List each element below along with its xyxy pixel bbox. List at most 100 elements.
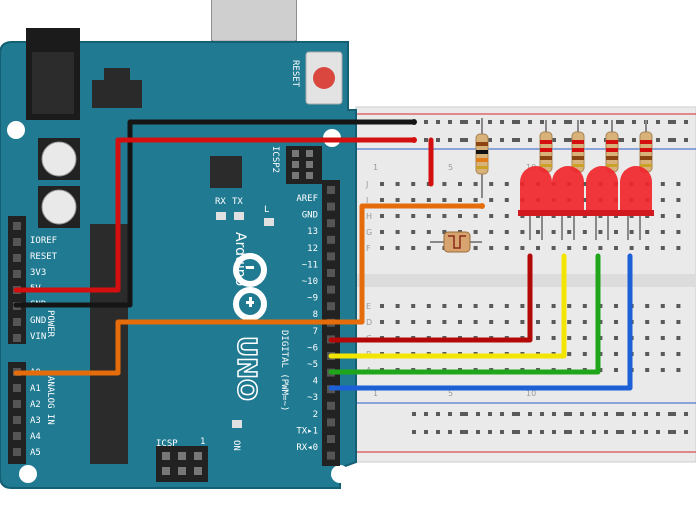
breadboard-hole (458, 304, 462, 308)
header-hole (13, 270, 21, 278)
breadboard-hole (424, 120, 428, 124)
column-number-5: 5 (448, 163, 453, 172)
power-pin-label: RESET (30, 252, 58, 262)
breadboard-hole (424, 412, 428, 416)
breadboard-hole (620, 430, 624, 434)
breadboard-hole (567, 336, 572, 340)
usb-chip (210, 156, 242, 188)
breadboard-hole (592, 120, 596, 124)
digital-pin-label: 8 (313, 310, 318, 320)
breadboard-hole (528, 412, 532, 416)
led-2 (550, 166, 586, 240)
breadboard-hole (436, 138, 440, 142)
icsp2-pin (306, 161, 313, 168)
row-letter-top: F (366, 244, 371, 253)
breadboard-hole (473, 214, 478, 218)
wire-orange-a0 (13, 203, 485, 376)
breadboard-hole (632, 138, 636, 142)
rx-led (216, 212, 226, 220)
breadboard-hole (489, 230, 494, 234)
mounting-hole (331, 465, 349, 483)
arduino-logo-icon (233, 253, 267, 321)
breadboard-hole (458, 320, 462, 324)
breadboard-hole (582, 320, 587, 324)
breadboard-hole (436, 430, 440, 434)
breadboard-hole (614, 304, 618, 308)
model-text: UNO (231, 336, 261, 401)
breadboard-hole (504, 198, 509, 202)
breadboard-hole (458, 214, 462, 218)
breadboard-hole (500, 138, 504, 142)
breadboard-hole (516, 412, 520, 416)
digital-pin-label: ~9 (307, 294, 318, 304)
header-hole (327, 435, 335, 443)
breadboard-hole (567, 304, 572, 308)
breadboard-hole (520, 230, 525, 234)
breadboard-hole (395, 230, 400, 234)
breadboard-hole (551, 246, 556, 250)
power-header (8, 216, 26, 344)
breadboard-hole (442, 182, 447, 186)
on-label: ON (231, 440, 241, 451)
breadboard-hole (540, 430, 544, 434)
breadboard-hole (660, 230, 665, 234)
header-hole (13, 448, 21, 456)
digital-pin-label: ~3 (307, 393, 318, 403)
breadboard-hole (380, 246, 384, 250)
icsp2-pin (306, 150, 313, 157)
column-number-5-bottom: 5 (448, 389, 453, 398)
icsp-header (156, 446, 208, 482)
header-hole (327, 302, 335, 311)
breadboard-hole (580, 430, 584, 434)
breadboard-hole (676, 368, 681, 372)
header-hole (327, 235, 335, 244)
breadboard-hole (582, 182, 587, 186)
breadboard-hole (489, 304, 494, 308)
capacitor-2-top (41, 189, 77, 225)
breadboard-hole (567, 230, 572, 234)
breadboard-hole (614, 246, 618, 250)
breadboard-hole (504, 320, 509, 324)
breadboard-hole (644, 412, 648, 416)
breadboard-hole (551, 230, 556, 234)
arduino-board: RESET ICSP2 TX RX L ON ICSP 1 Arduino UN… (0, 0, 357, 489)
header-hole (327, 202, 335, 211)
breadboard-hole (620, 412, 624, 416)
tx-label: TX (232, 197, 243, 207)
led-4 (618, 166, 654, 240)
header-hole (327, 269, 335, 277)
digital-pin-label: 12 (307, 244, 318, 254)
breadboard-hole (411, 230, 416, 234)
breadboard-hole (504, 304, 509, 308)
row-letter-bottom: D (366, 318, 372, 327)
l-led (264, 218, 274, 226)
icsp-pin (162, 452, 170, 460)
breadboard-hole (582, 198, 587, 202)
capacitor-1-top (41, 141, 77, 177)
breadboard-hole (380, 214, 384, 218)
breadboard-hole (520, 246, 525, 250)
mounting-hole (19, 465, 37, 483)
breadboard-hole (426, 230, 431, 234)
reset-button-cap[interactable] (313, 67, 335, 89)
breadboard-hole (684, 120, 688, 124)
column-number-1: 1 (373, 163, 378, 172)
breadboard-hole (464, 120, 468, 124)
breadboard-hole (500, 120, 504, 124)
analog-pin-label: A1 (30, 384, 41, 394)
icsp-pin (194, 467, 202, 475)
breadboard-hole (668, 430, 672, 434)
breadboard-hole (395, 214, 400, 218)
icsp2-pin (292, 150, 299, 157)
digital-pin-label: ~6 (307, 343, 318, 353)
breadboard-hole (660, 320, 665, 324)
breadboard-hole (567, 352, 572, 356)
breadboard-hole (395, 198, 400, 202)
rx-label: RX (215, 197, 226, 207)
header-hole (13, 254, 21, 262)
column-number-1-bottom: 1 (373, 389, 378, 398)
row-letter-top: G (366, 228, 372, 237)
breadboard-hole (520, 320, 525, 324)
breadboard-hole (552, 430, 556, 434)
breadboard-hole (489, 320, 494, 324)
